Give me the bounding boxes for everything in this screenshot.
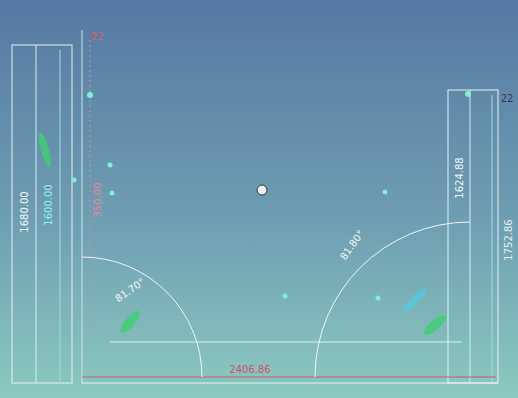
origin-point — [257, 185, 267, 195]
point — [283, 294, 288, 299]
marker — [117, 308, 143, 336]
column-line — [60, 50, 61, 383]
base-line — [110, 342, 462, 343]
reference-line — [82, 30, 83, 383]
point — [110, 191, 115, 196]
point — [383, 190, 388, 195]
dimension-text: 1752.86 — [503, 219, 514, 260]
column-line — [492, 95, 493, 383]
right-column — [448, 90, 498, 383]
callout-number: 22 — [501, 93, 514, 104]
dimension-text: 1600.00 — [43, 184, 54, 225]
left-column — [12, 45, 72, 383]
marker — [421, 312, 449, 338]
point — [465, 91, 471, 97]
point — [72, 178, 77, 183]
markers — [36, 91, 471, 338]
angle-arc — [82, 257, 202, 377]
marker — [401, 286, 429, 314]
angle-text: 81.70° — [113, 276, 147, 304]
marker — [36, 132, 53, 169]
dimension-text: 1680.00 — [19, 191, 30, 232]
point — [87, 92, 93, 98]
dimension-text: 350.00 — [92, 183, 103, 218]
column-line — [36, 45, 37, 383]
angle-arc — [315, 222, 470, 377]
callout-number: 22 — [91, 31, 104, 42]
dimension-text: 1624.88 — [454, 157, 465, 198]
angle-text: 81.80° — [338, 228, 366, 262]
dimension-line — [82, 377, 496, 378]
dimension-line — [90, 40, 91, 330]
point — [376, 296, 381, 301]
dimension-text: 2406.86 — [229, 364, 270, 375]
point — [108, 163, 113, 168]
floor-line — [82, 383, 498, 384]
column-line — [470, 90, 471, 383]
